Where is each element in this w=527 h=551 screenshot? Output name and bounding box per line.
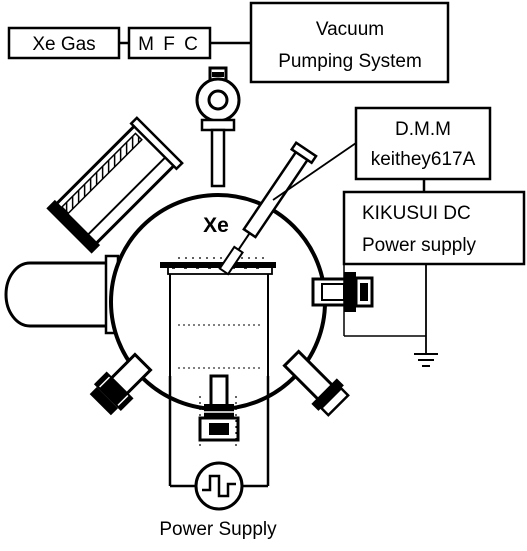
dc-label-line2: Power supply — [362, 235, 477, 256]
dc-power-supply-box: KIKUSUI DC Power supply — [342, 190, 526, 266]
probe-lead — [272, 142, 357, 201]
probe-feedthrough — [218, 140, 318, 276]
chamber-gas-label: Xe — [203, 214, 229, 237]
right-port — [311, 272, 374, 312]
vacuum-label-line1: Vacuum — [316, 19, 384, 40]
lower-left-flange — [89, 352, 153, 416]
upper-left-port — [46, 116, 184, 254]
vacuum-system-box: Vacuum Pumping System — [249, 1, 450, 84]
ground-symbol-icon — [414, 353, 438, 367]
dmm-label-line2: keithey617A — [371, 149, 476, 170]
pulse-source-icon — [194, 461, 244, 511]
dmm-label-line1: D.M.M — [395, 119, 451, 140]
top-valve — [195, 66, 241, 188]
mfc-label: M F C — [138, 34, 200, 55]
dc-label-line1: KIKUSUI DC — [362, 203, 471, 224]
lower-right-port — [282, 349, 350, 417]
xe-gas-label: Xe Gas — [32, 34, 95, 55]
bottom-port — [198, 374, 240, 442]
mfc-box: M F C — [127, 26, 212, 60]
pulse-power-supply-circuit — [168, 376, 270, 488]
xe-gas-box: Xe Gas — [7, 26, 121, 60]
power-supply-caption: Power Supply — [159, 519, 277, 540]
electrode-assembly — [160, 262, 276, 376]
dmm-box: D.M.M keithey617A — [354, 106, 492, 181]
vacuum-label-line2: Pumping System — [278, 51, 422, 72]
